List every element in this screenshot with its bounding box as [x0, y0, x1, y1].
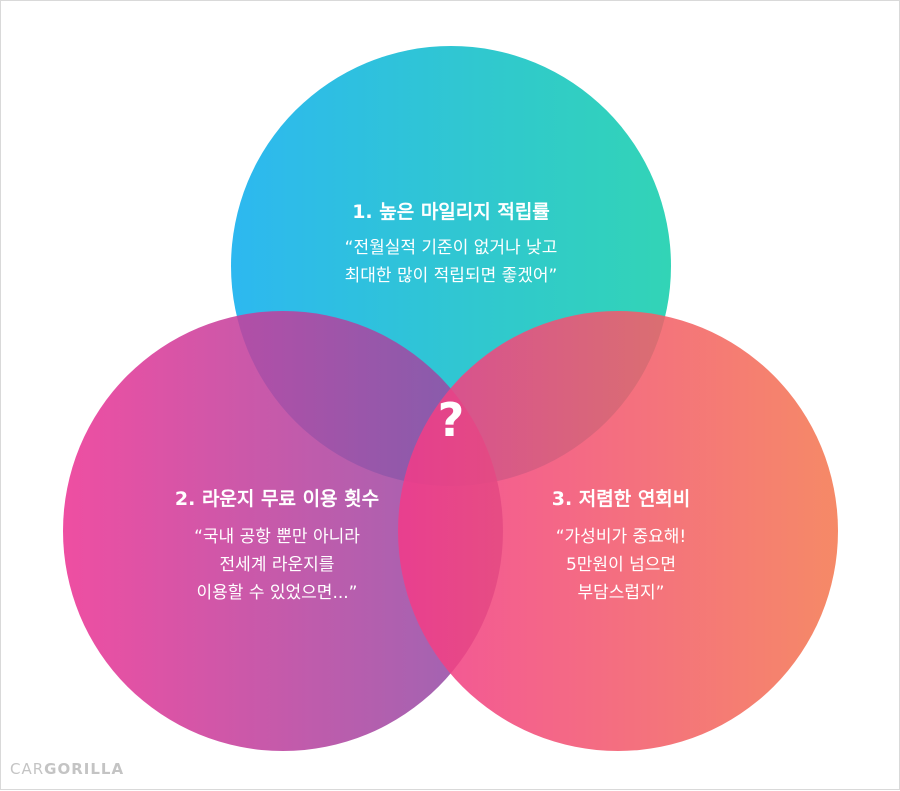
mileage-label: 1. 높은 마일리지 적립률 “전월실적 기준이 없거나 낮고 최대한 많이 적… [251, 197, 651, 290]
circle-lounge [63, 311, 503, 751]
lounge-quote-line: 이용할 수 있었으면...” [196, 583, 358, 603]
logo-part-gorilla: GORILLA [44, 760, 125, 778]
annual-fee-quote: “가성비가 중요해! 5만원이 넘으면 부담스럽지” [421, 523, 821, 607]
lounge-quote: “국내 공항 뿐만 아니라 전세계 라운지를 이용할 수 있었으면...” [77, 523, 477, 607]
mileage-quote-line: 최대한 많이 적립되면 좋겠어” [344, 266, 558, 286]
annual-fee-title: 3. 저렴한 연회비 [551, 488, 691, 510]
mileage-title: 1. 높은 마일리지 적립률 [352, 201, 550, 223]
annual-fee-quote-line: 5만원이 넘으면 [565, 555, 677, 575]
logo-part-car: CAR [10, 760, 45, 778]
annual-fee-label: 3. 저렴한 연회비 “가성비가 중요해! 5만원이 넘으면 부담스럽지” [421, 484, 821, 607]
mileage-quote: “전월실적 기준이 없거나 낮고 최대한 많이 적립되면 좋겠어” [251, 234, 651, 290]
circle-annual-fee [398, 311, 838, 751]
lounge-quote-line: “국내 공항 뿐만 아니라 [194, 527, 360, 547]
annual-fee-quote-line: 부담스럽지” [577, 583, 665, 603]
lounge-title: 2. 라운지 무료 이용 횟수 [174, 488, 380, 510]
lounge-label: 2. 라운지 무료 이용 횟수 “국내 공항 뿐만 아니라 전세계 라운지를 이… [77, 484, 477, 607]
annual-fee-quote-line: “가성비가 중요해! [555, 527, 687, 547]
mileage-quote-line: “전월실적 기준이 없거나 낮고 [344, 238, 558, 258]
center-question-mark: ? [437, 393, 465, 447]
lounge-quote-line: 전세계 라운지를 [219, 555, 335, 575]
cargorilla-logo: CARGORILLA [10, 760, 124, 778]
